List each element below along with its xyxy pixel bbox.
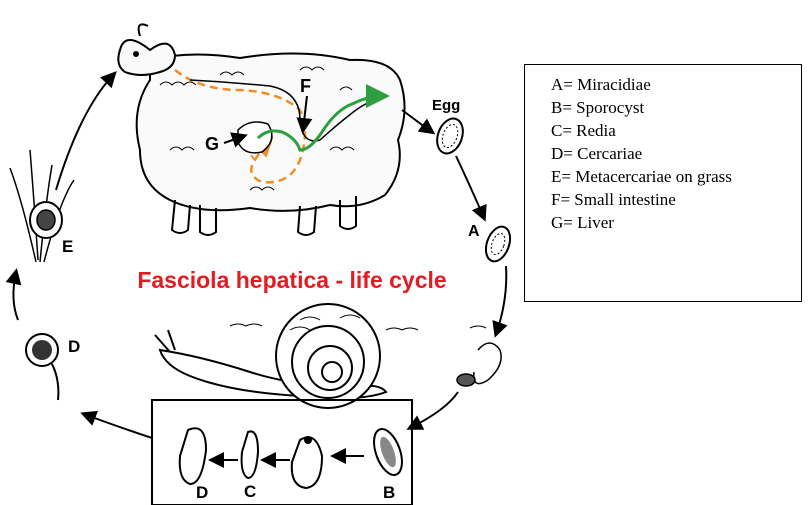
legend-box: A= Miracidiae B= Sporocyst C= Redia D= C…: [524, 64, 802, 302]
label-a: A: [468, 223, 480, 240]
label-egg: Egg: [432, 97, 460, 114]
liver-shape: [238, 122, 272, 153]
miracidium-icon: [482, 223, 515, 264]
label-e: E: [62, 237, 73, 256]
snail-illustration: [155, 304, 486, 408]
small-redia-icon: [242, 431, 258, 478]
label-c: C: [244, 482, 256, 501]
label-f: F: [300, 76, 311, 96]
legend-item: C= Redia: [551, 119, 791, 142]
legend-item: B= Sporocyst: [551, 96, 791, 119]
sporocyst-icon: [369, 425, 408, 478]
label-d: D: [68, 337, 80, 356]
label-d-box: D: [196, 483, 208, 502]
diagram-title: Fasciola hepatica - life cycle: [137, 267, 446, 293]
redia-icon: [292, 436, 322, 488]
legend-item: F= Small intestine: [551, 188, 791, 211]
legend-item: D= Cercariae: [551, 142, 791, 165]
legend-item: E= Metacercariae on grass: [551, 165, 791, 188]
label-g: G: [205, 134, 219, 154]
label-b: B: [383, 483, 395, 502]
cercaria-icon: [26, 334, 58, 400]
legend-item: G= Liver: [551, 211, 791, 234]
cercaria-in-box-icon: [180, 428, 206, 484]
free-miracidium-icon: [457, 343, 501, 386]
legend-item: A= Miracidiae: [551, 73, 791, 96]
egg-icon: [433, 115, 468, 157]
